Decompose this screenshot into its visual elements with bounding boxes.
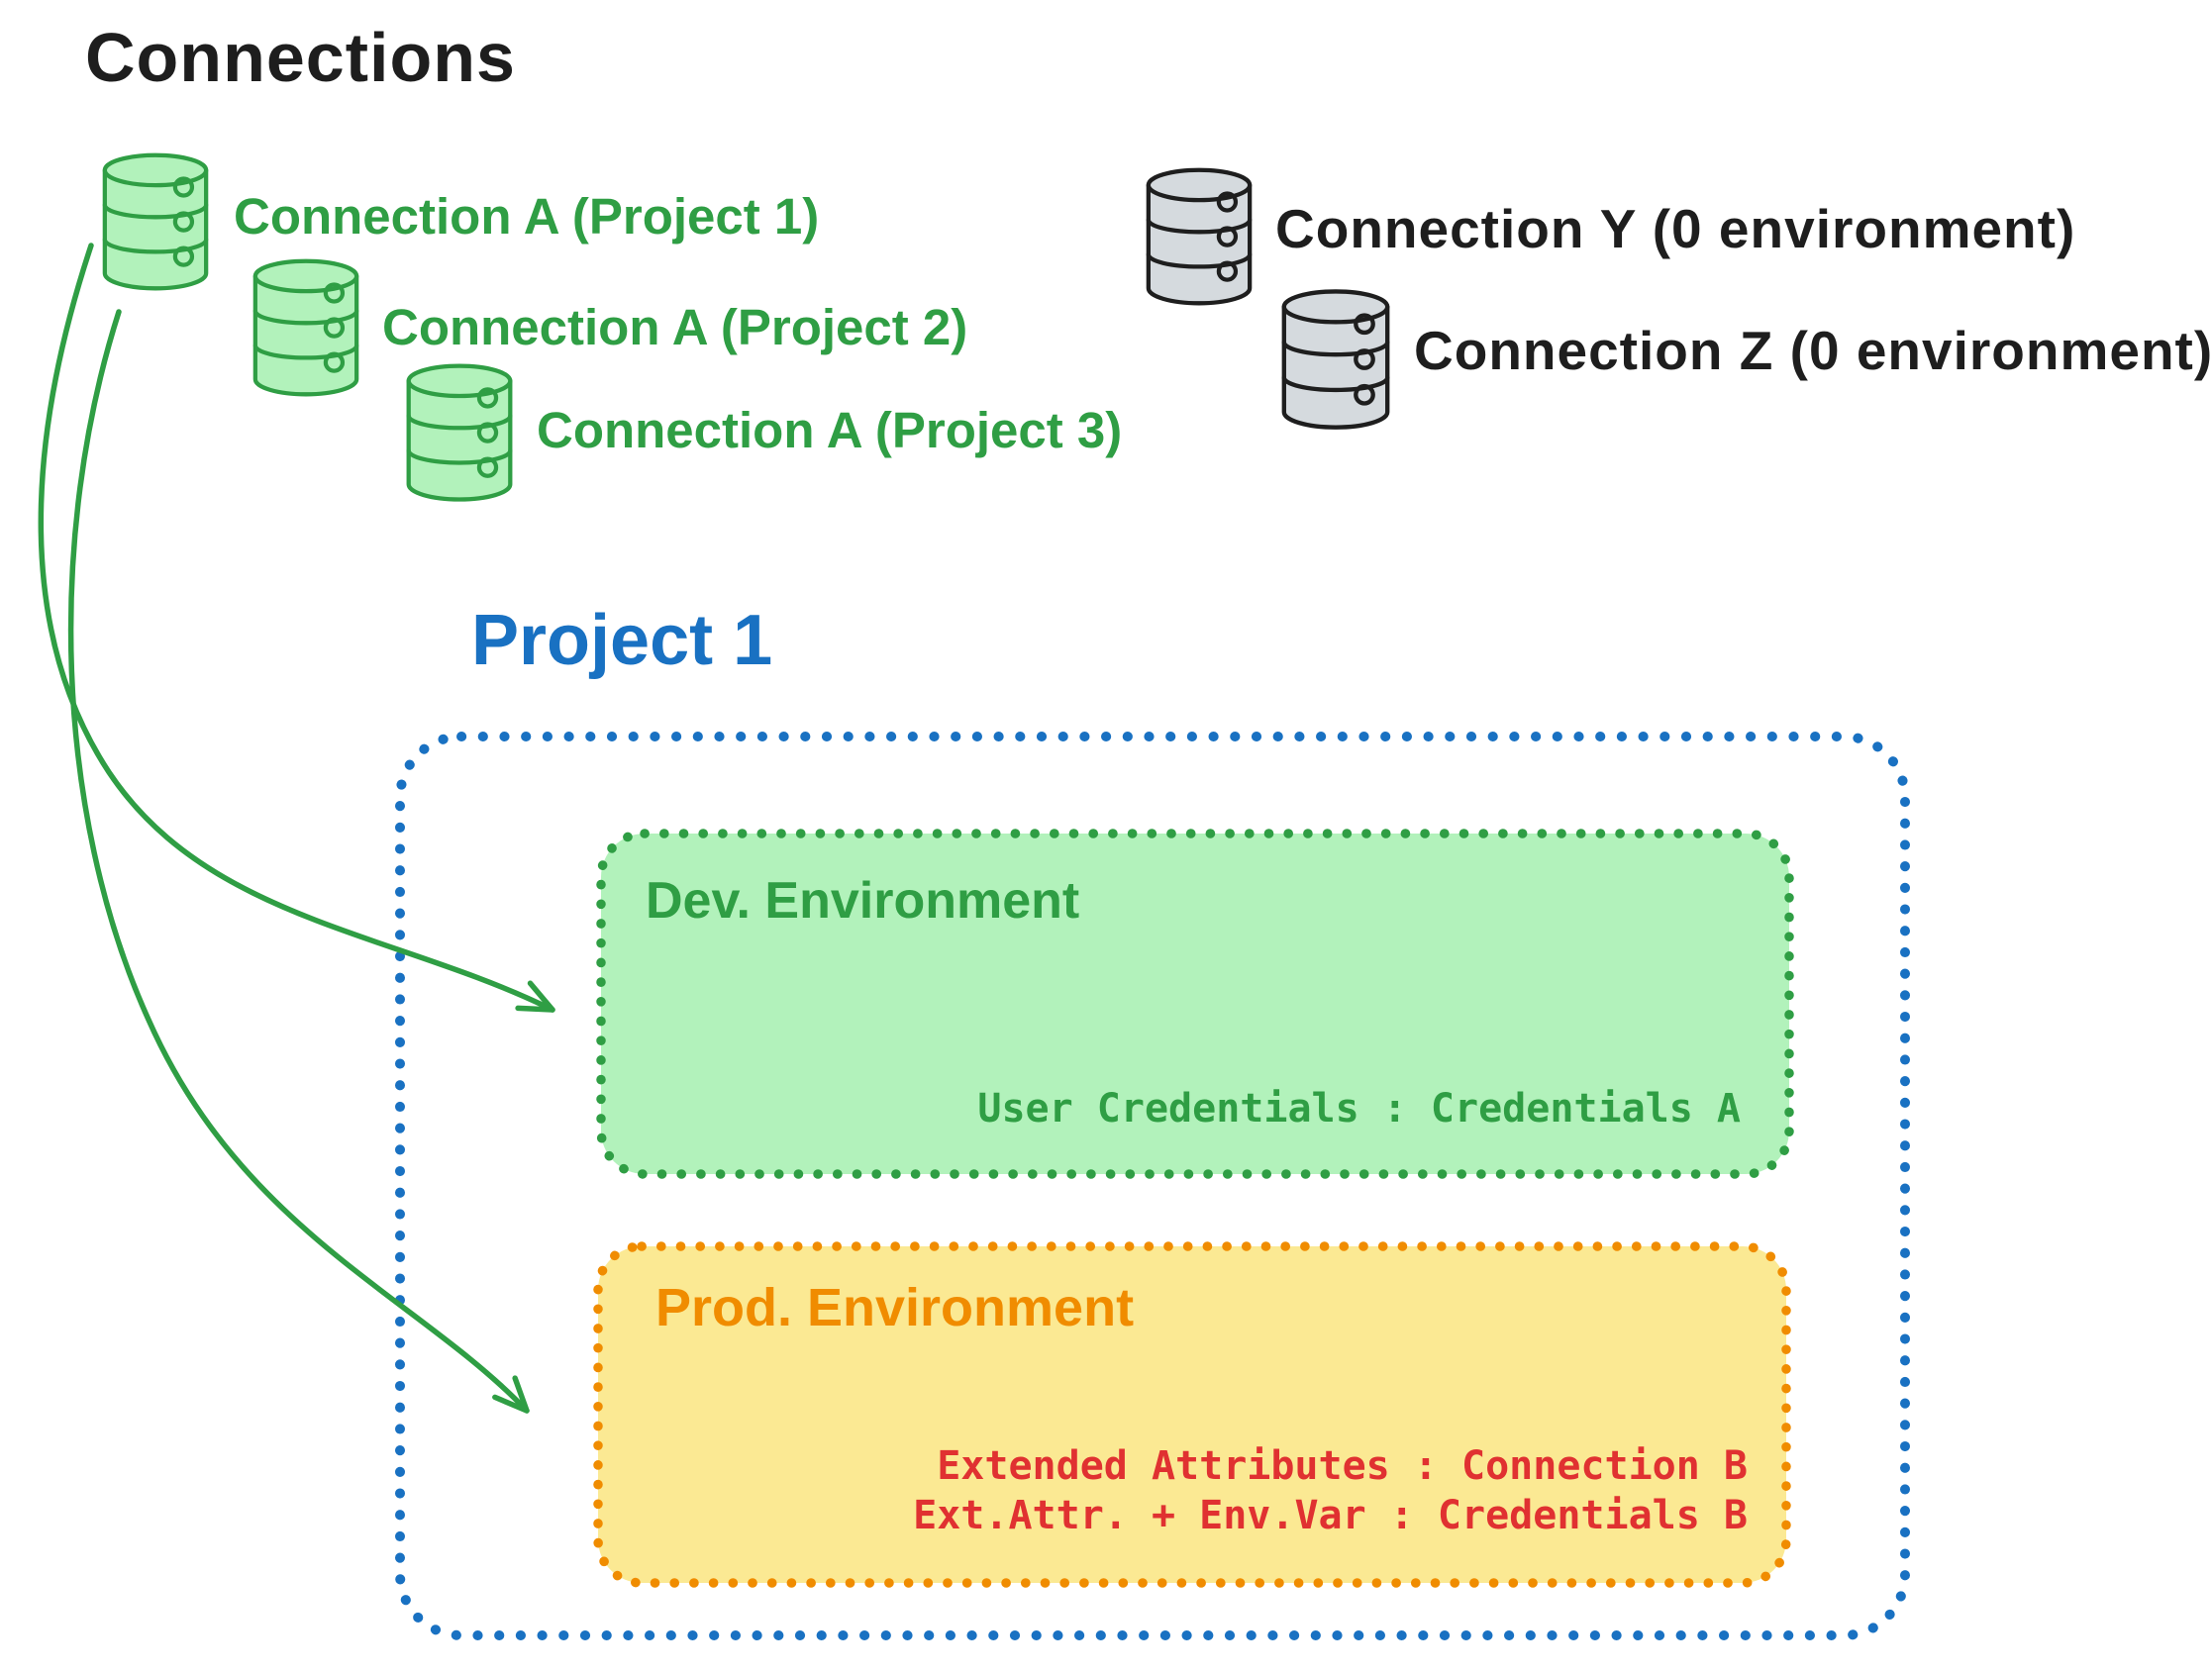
- prod-credentials-line-2: Ext.Attr. + Env.Var : Credentials B: [913, 1493, 1748, 1538]
- label-connection-a-project-2: Connection A (Project 2): [382, 299, 968, 355]
- arrow-connection-a-to-prod: [67, 309, 530, 1414]
- database-icon-connection-a-project-3: [403, 361, 516, 506]
- label-connection-z: Connection Z (0 environment): [1414, 320, 2212, 381]
- prod-credentials-line-1: Extended Attributes : Connection B: [937, 1443, 1748, 1489]
- prod-environment-credentials-block: Extended Attributes : Connection B Ext.A…: [913, 1441, 1748, 1540]
- dev-environment-box: [596, 829, 1794, 1179]
- label-connection-y: Connection Y (0 environment): [1275, 198, 2076, 259]
- label-connection-a-project-1: Connection A (Project 1): [234, 188, 820, 245]
- database-icon-connection-a-project-2: [250, 257, 362, 400]
- prod-environment-title: Prod. Environment: [655, 1278, 1135, 1337]
- prod-environment-box: [593, 1241, 1791, 1588]
- label-connection-a-project-3: Connection A (Project 3): [537, 402, 1123, 458]
- dev-environment-credentials-line: User Credentials : Credentials A: [977, 1086, 1741, 1132]
- dev-environment-title: Dev. Environment: [646, 872, 1080, 930]
- database-icon-connection-z: [1278, 287, 1393, 434]
- arrow-connection-a-to-dev: [38, 243, 555, 1013]
- project-1-title: Project 1: [471, 601, 773, 680]
- database-icon-connection-y: [1141, 166, 1257, 309]
- project-1-container-box: [395, 732, 1910, 1640]
- page-title: Connections: [85, 19, 516, 96]
- database-icon-connection-a-project-1: [99, 151, 212, 294]
